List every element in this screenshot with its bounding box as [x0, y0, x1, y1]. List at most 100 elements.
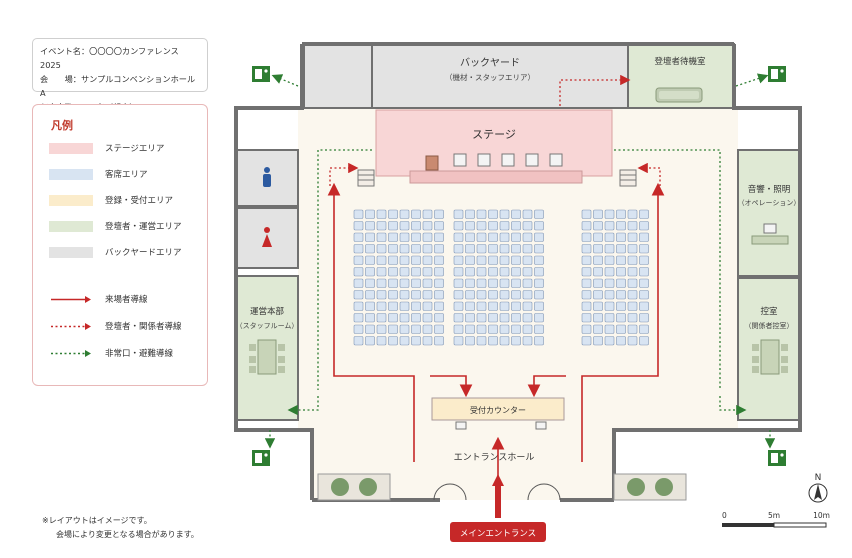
- audience-seat: [604, 244, 615, 254]
- audience-seat: [434, 267, 444, 277]
- audience-seat: [639, 232, 649, 242]
- audience-seat: [627, 313, 638, 323]
- legend-label: 登壇者・関係者導線: [105, 322, 182, 332]
- legend-visitor-flow: 来場者導線: [49, 292, 148, 306]
- audience-seat: [604, 301, 615, 311]
- audience-seat: [411, 244, 421, 254]
- audience-seat: [399, 221, 410, 231]
- audience-seat: [365, 324, 375, 334]
- audience-seat: [522, 278, 533, 288]
- audience-seat: [476, 324, 487, 334]
- stage-area: [375, 109, 613, 177]
- main-entrance-arrow-icon: [492, 474, 504, 518]
- audience-seat: [411, 221, 421, 231]
- stage-steps-right: [619, 169, 637, 187]
- audience-seat: [353, 278, 364, 288]
- audience-seat: [581, 336, 592, 346]
- audience-seat: [388, 313, 398, 323]
- audience-seat: [499, 290, 510, 300]
- audience-seat: [522, 290, 533, 300]
- sound-lighting-room: [737, 149, 801, 277]
- audience-seat: [465, 301, 475, 311]
- audience-seat: [499, 278, 510, 288]
- audience-seat: [499, 301, 510, 311]
- audience-seat: [593, 301, 603, 311]
- speaker-flow-line-icon: [51, 322, 91, 330]
- audience-seat: [616, 209, 626, 219]
- audience-seat: [465, 267, 475, 277]
- audience-seat: [376, 278, 387, 288]
- green-room-sublabel: （関係者控室）: [745, 321, 794, 330]
- audience-seat: [499, 313, 510, 323]
- audience-seat: [534, 336, 544, 346]
- audience-seat: [453, 278, 464, 288]
- audience-seat: [522, 267, 533, 277]
- audience-seat: [476, 244, 487, 254]
- audience-seat: [465, 290, 475, 300]
- audience-seat: [422, 221, 433, 231]
- audience-seat: [465, 232, 475, 242]
- stage-chair: [477, 153, 491, 167]
- scale-bar: 0 5m 10m: [722, 511, 830, 528]
- audience-seat: [476, 209, 487, 219]
- audience-seat: [476, 336, 487, 346]
- audience-seat: [376, 290, 387, 300]
- audience-seat: [353, 301, 364, 311]
- audience-seat: [465, 255, 475, 265]
- audience-seat: [534, 301, 544, 311]
- audience-seat: [422, 324, 433, 334]
- audience-seat: [488, 336, 498, 346]
- north-arrow-icon: N: [808, 473, 828, 503]
- plant-icon: [317, 473, 391, 501]
- note-line: 会場により変更となる場合があります。: [56, 530, 199, 539]
- audience-seat: [616, 255, 626, 265]
- audience-seat: [376, 255, 387, 265]
- audience-seat: [627, 336, 638, 346]
- audience-seat: [434, 232, 444, 242]
- speaker-flow: [329, 74, 661, 186]
- audience-seat: [522, 209, 533, 219]
- audience-seat: [434, 301, 444, 311]
- audience-seat: [422, 313, 433, 323]
- audience-seat: [476, 301, 487, 311]
- audience-seat: [522, 232, 533, 242]
- legend-stage-area: ステージエリア: [49, 141, 164, 155]
- audience-seat: [499, 209, 510, 219]
- audience-seat: [639, 255, 649, 265]
- audience-seat: [488, 313, 498, 323]
- audience-seat: [434, 244, 444, 254]
- reception-pc-icon: [535, 421, 547, 430]
- audience-seat: [476, 290, 487, 300]
- audience-seat: [399, 209, 410, 219]
- audience-seat: [388, 301, 398, 311]
- audience-seat: [604, 278, 615, 288]
- audience-seat: [453, 290, 464, 300]
- audience-seat: [499, 221, 510, 231]
- audience-seat: [434, 336, 444, 346]
- audience-seat: [616, 278, 626, 288]
- hq-sublabel: （スタッフルーム）: [236, 321, 299, 330]
- audience-seat: [411, 290, 421, 300]
- hq-label: 運営本部: [250, 306, 285, 317]
- audience-seat: [422, 209, 433, 219]
- audience-seat: [522, 244, 533, 254]
- audience-seat: [593, 255, 603, 265]
- audience-seat: [593, 267, 603, 277]
- audience-seat: [353, 336, 364, 346]
- audience-seat: [581, 244, 592, 254]
- audience-seat: [627, 244, 638, 254]
- legend-backyard-area: バックヤードエリア: [49, 245, 182, 259]
- audience-seat: [353, 232, 364, 242]
- table-chairs-icon: [249, 339, 285, 375]
- scale-tick-10m: 10m: [813, 511, 830, 520]
- legend-label: 非常口・避難導線: [105, 349, 174, 359]
- audience-seat: [376, 324, 387, 334]
- audience-seat: [399, 324, 410, 334]
- legend-staff-area: 登壇者・運営エリア: [49, 219, 182, 233]
- audience-seat: [639, 336, 649, 346]
- audience-seat: [422, 232, 433, 242]
- audience-seat: [534, 209, 544, 219]
- audience-seat: [476, 313, 487, 323]
- audience-seat: [511, 255, 521, 265]
- audience-seat: [422, 290, 433, 300]
